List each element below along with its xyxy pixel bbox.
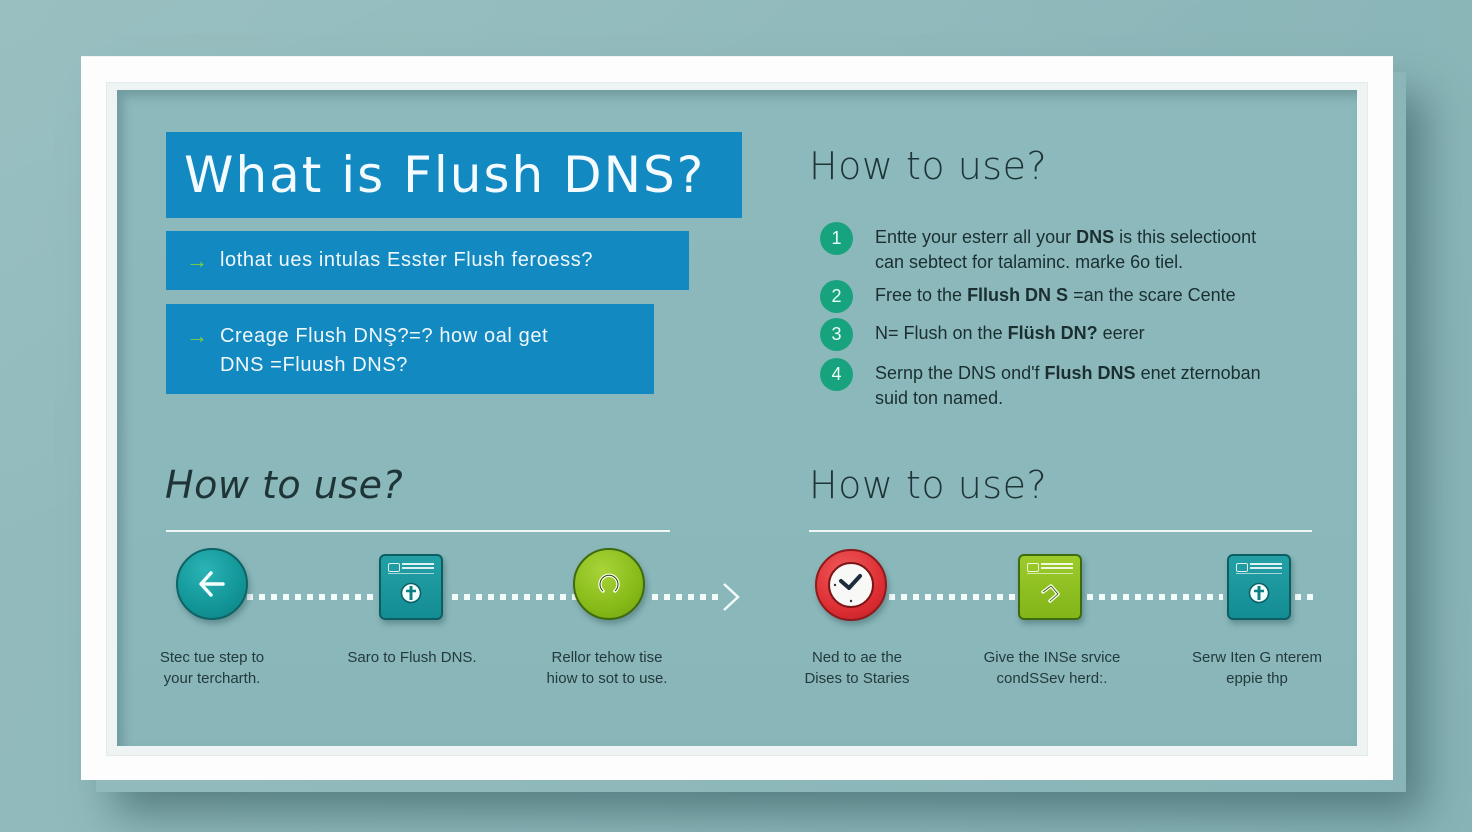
dotted-connector: [1087, 594, 1223, 600]
document-shield-icon: [1227, 554, 1291, 620]
question-box-2: → Creage Flush DNŞ?=? how oal get DNS =F…: [166, 304, 654, 394]
bottom-left-title: How to use?: [165, 463, 404, 507]
dotted-connector: [247, 594, 382, 600]
step-item-3: 3 N= Flush on the Flüsh DN? eerer: [820, 318, 1315, 351]
page-title: What is Flush DNS?: [184, 146, 706, 204]
step-number-badge: 1: [820, 222, 853, 255]
step-item-4: 4 Sernp the DNS ond'f Flush DNS enet zte…: [820, 358, 1315, 411]
step-number-badge: 3: [820, 318, 853, 351]
step-text: Free to the Fllush DN S =an the scare Ce…: [875, 285, 1236, 305]
step-icon-6: [1227, 554, 1291, 620]
divider: [809, 530, 1312, 532]
infographic-panel: What is Flush DNS? → lothat ues intulas …: [117, 90, 1357, 746]
step-number-badge: 4: [820, 358, 853, 391]
divider: [166, 530, 670, 532]
step-label: Give the INSe srvice condSSev herd:.: [983, 649, 1121, 687]
question-text: lothat ues intulas Esster Flush feroess?: [220, 249, 594, 271]
step-label: Stec tue step to your tercharth.: [159, 649, 265, 687]
step-item-1: 1 Entte your esterr all your DNS is this…: [820, 222, 1315, 275]
step-icon-3: [573, 548, 645, 620]
step-text: Sernp the DNS ond'f Flush DNS enet ztern…: [875, 363, 1261, 408]
step-label: Ned to ae the Dises to Staries: [804, 649, 910, 687]
document-arrow-icon: [1018, 554, 1082, 620]
question-box-1: → lothat ues intulas Esster Flush feroes…: [166, 231, 689, 290]
step-number-badge: 2: [820, 280, 853, 313]
title-banner: What is Flush DNS?: [166, 132, 742, 218]
chevron-right-icon: [721, 581, 741, 618]
dotted-connector: [452, 594, 580, 600]
step-label: Saro to Flush DNS.: [347, 649, 477, 666]
bottom-right-title: How to use?: [809, 463, 1048, 507]
dotted-connector: [652, 594, 722, 600]
section-title-how-to-use: How to use?: [809, 144, 1048, 188]
arrow-right-icon: →: [186, 247, 208, 273]
step-icon-2: [379, 554, 443, 620]
back-arrow-icon: [176, 548, 248, 620]
dotted-connector: [889, 594, 1017, 600]
question-text: Creage Flush DNŞ?=? how oal get DNS =Flu…: [220, 325, 549, 376]
step-text: N= Flush on the Flüsh DN? eerer: [875, 323, 1145, 343]
step-icon-5: [1018, 554, 1082, 620]
clock-icon: [815, 549, 887, 621]
step-label: Rellor tehow tise hiow to sot to use.: [546, 649, 668, 687]
arrow-right-icon: →: [186, 323, 208, 348]
step-text: Entte your esterr all your DNS is this s…: [875, 227, 1257, 272]
document-shield-icon: [379, 554, 443, 620]
step-item-2: 2 Free to the Fllush DN S =an the scare …: [820, 280, 1315, 313]
step-icon-1: [176, 548, 248, 620]
refresh-circle-icon: [573, 548, 645, 620]
step-icon-4: [815, 549, 887, 621]
step-label: Serw Iten G nterem eppie thp: [1191, 649, 1323, 687]
dotted-connector: [1295, 594, 1317, 600]
